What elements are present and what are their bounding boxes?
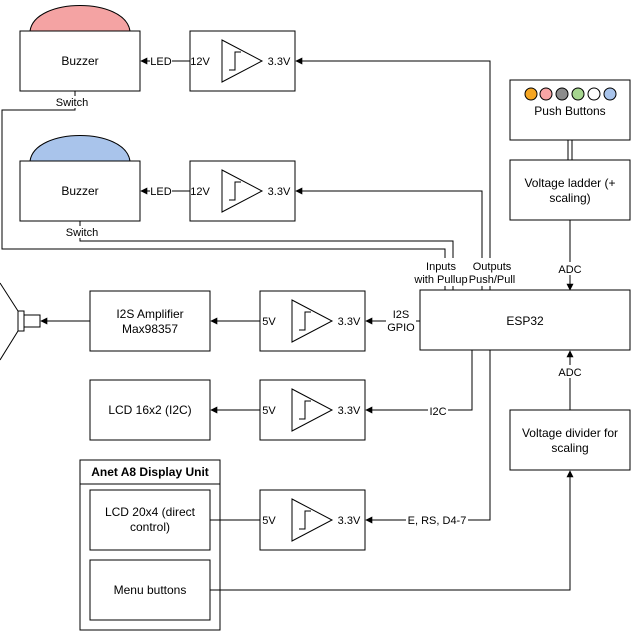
switch-2-label-bg: [60, 226, 102, 238]
voltage-divider-block: [509, 409, 631, 471]
lcd-pins-label-bg: [406, 514, 468, 527]
i2s-label-bg: [386, 306, 416, 334]
led-white-icon: [587, 87, 601, 101]
i2s-label-l2: GPIO: [387, 322, 415, 334]
led-red-icon: [539, 87, 553, 101]
level-shifter-amp-schmitt: [299, 311, 311, 331]
lcd20-block: [89, 489, 211, 551]
buzzer-1-label: Buzzer: [61, 54, 98, 68]
level-shifter-1-schmitt: [229, 51, 241, 71]
i2s-amplifier-block: [89, 290, 211, 352]
level-shifter-1: [189, 30, 296, 92]
output-wire-2: [295, 187, 483, 290]
esp32-block: [419, 289, 631, 351]
speaker-icon: [0, 282, 25, 361]
level-shifter-lcd16-triangle: [291, 388, 334, 432]
i2s-amplifier-label-l1: I2S Amplifier: [116, 307, 183, 321]
lcd20-label-l1: LCD 20x4 (direct: [105, 505, 196, 519]
level-shifter-1-triangle: [221, 39, 264, 83]
level-shifter-lcd16: [259, 379, 366, 441]
voltage-ladder-label-l2: scaling): [549, 191, 590, 205]
level-shifter-2-triangle: [221, 169, 264, 213]
level-shifter-lcd20: [259, 489, 366, 551]
push-buttons-label: Push Buttons: [534, 104, 605, 118]
voltage-ladder-block: [509, 159, 631, 221]
led-2-label: LED: [150, 186, 171, 198]
led-1-label: LED: [150, 56, 171, 68]
lcd16-block: [89, 379, 211, 441]
speaker-terminals: [24, 314, 41, 328]
level-shifter-amp: [259, 290, 366, 352]
buzzer-2-cap: [29, 135, 131, 162]
output-wire-1: [295, 57, 491, 290]
level-shifter-lcd20-out-label: 3.3V: [338, 515, 361, 527]
led-blue-icon: [603, 87, 617, 101]
anet-unit-title: Anet A8 Display Unit: [91, 465, 209, 479]
level-shifter-amp-in-label: 5V: [262, 316, 276, 328]
led-orange-icon: [524, 87, 538, 101]
menu-divider-wire: [210, 470, 574, 591]
inputs-label-l2: with Pullup: [413, 274, 467, 286]
i2c-label-bg: [428, 404, 448, 417]
led-green-icon: [571, 87, 585, 101]
switch-1-label-bg: [52, 96, 92, 108]
voltage-divider-label-l2: scaling: [551, 441, 588, 455]
buzzer-1-block: [19, 30, 141, 92]
level-shifter-lcd20-triangle: [291, 498, 334, 542]
level-shifter-lcd20-schmitt: [299, 510, 311, 530]
level-shifter-lcd16-schmitt: [299, 400, 311, 420]
esp32-i2c-wire: [365, 350, 473, 414]
io-label-bg: [410, 258, 520, 286]
menu-buttons-block: [89, 559, 211, 621]
lcd16-label: LCD 16x2 (I2C): [108, 403, 191, 417]
voltage-divider-label-l1: Voltage divider for: [522, 426, 618, 440]
adc-bottom-label: ADC: [558, 367, 581, 379]
level-shifter-lcd16-out-label: 3.3V: [338, 405, 361, 417]
level-shifter-2: [189, 160, 296, 222]
voltage-ladder-label-l1: Voltage ladder (+: [524, 176, 615, 190]
outputs-label-l1: Outputs: [473, 261, 512, 273]
switch-2-wire: [79, 221, 454, 290]
inputs-label-l1: Inputs: [426, 261, 456, 273]
buzzer-2-label: Buzzer: [61, 184, 98, 198]
adc-bottom-label-bg: [557, 365, 583, 378]
outputs-label-l2: Push/Pull: [469, 274, 515, 286]
esp32-lcd20-wire: [365, 350, 491, 524]
level-shifter-amp-triangle: [291, 299, 334, 343]
level-shifter-1-out-label: 3.3V: [268, 56, 291, 68]
led-2-label-bg: [150, 184, 172, 198]
adc-top-label: ADC: [558, 264, 581, 276]
level-shifter-2-schmitt: [229, 181, 241, 201]
level-shifter-2-in-label: 12V: [190, 186, 210, 198]
led-gray-icon: [555, 87, 569, 101]
switch-2-label: Switch: [66, 227, 98, 239]
level-shifter-amp-out-label: 3.3V: [338, 316, 361, 328]
adc-top-label-bg: [557, 262, 583, 275]
esp32-label: ESP32: [506, 314, 544, 328]
lcd-pins-label: E, RS, D4-7: [408, 515, 467, 527]
level-shifter-1-in-label: 12V: [190, 56, 210, 68]
level-shifter-2-out-label: 3.3V: [268, 186, 291, 198]
switch-1-label: Switch: [56, 97, 88, 109]
level-shifter-lcd20-in-label: 5V: [262, 515, 276, 527]
led-1-label-bg: [150, 54, 172, 68]
menu-buttons-label: Menu buttons: [114, 583, 187, 597]
level-shifter-lcd16-in-label: 5V: [262, 405, 276, 417]
buzzer-1-cap: [29, 5, 131, 32]
i2s-amplifier-label-l2: Max98357: [122, 322, 178, 336]
i2c-label: I2C: [429, 406, 446, 418]
i2s-label-l1: I2S: [393, 309, 410, 321]
lcd20-label-l2: control): [130, 520, 170, 534]
